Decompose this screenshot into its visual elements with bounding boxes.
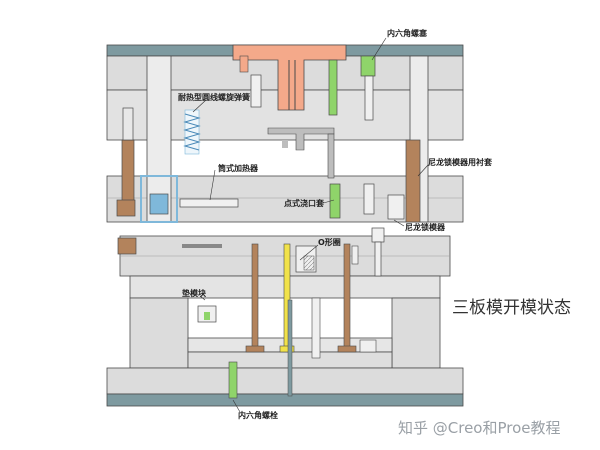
state-title: 三板模开模状态 [452, 298, 571, 318]
cartridge-heater-part [179, 198, 239, 208]
label-hex-bolt: 内六角螺栓 [238, 410, 278, 420]
return-pin [311, 297, 321, 359]
label-point-gate-sleeve: 点式浇口套 [284, 198, 325, 208]
label-heat-spring: 耐热型圆线螺旋弹簧 [178, 92, 250, 102]
label-o-ring: O形圈 [318, 237, 341, 247]
nylon-lock-sleeve-part [405, 139, 421, 223]
bottom-base-plate [106, 393, 464, 407]
left-brown-block [117, 237, 137, 255]
ejector-pin-1 [251, 243, 259, 349]
bottom-clamp-plate [106, 367, 464, 395]
label-spacer-block: 垫模块 [182, 288, 207, 298]
watermark: 知乎 @Creo和Proe教程 [398, 419, 561, 437]
label-nylon-lock: 尼龙锁模器 [405, 222, 446, 232]
sprue-puller-pin [287, 299, 293, 397]
spring-icon [183, 109, 201, 155]
label-nylon-lock-sleeve: 尼龙锁模器用衬套 [428, 157, 493, 167]
hex-bolt-part [228, 361, 238, 399]
label-cartridge-heater: 筒式加热器 [218, 163, 259, 173]
ejector-pin-2 [343, 243, 351, 349]
label-hex-plug: 内六角螺塞 [387, 28, 428, 38]
left-support-rod [121, 139, 135, 203]
runner [267, 127, 335, 151]
right-spacer-block [391, 297, 441, 369]
left-spacer-block [129, 297, 189, 369]
